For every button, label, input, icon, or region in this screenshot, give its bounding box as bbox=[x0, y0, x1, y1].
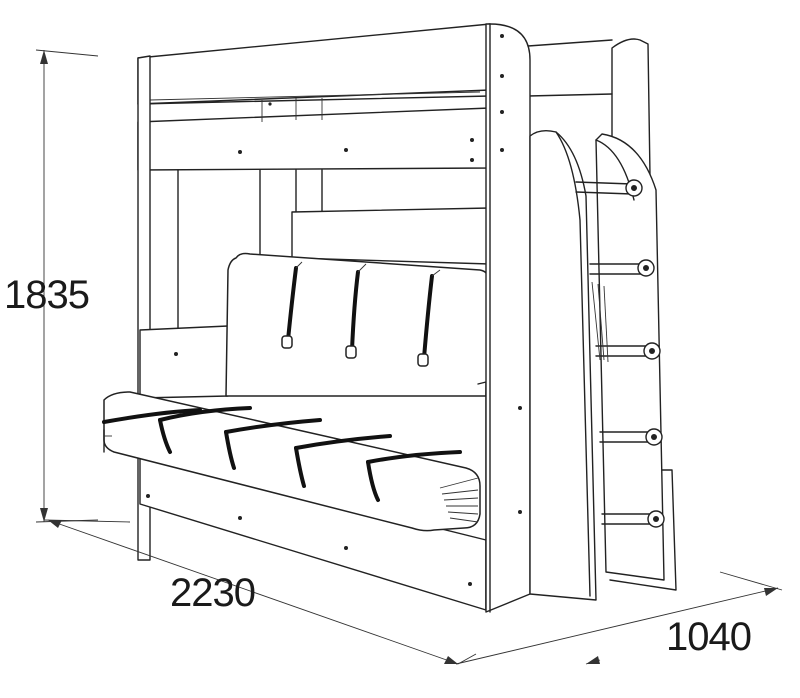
ladder bbox=[529, 129, 665, 601]
width-dimension bbox=[43, 519, 477, 665]
depth-dimension-label: 1040 bbox=[666, 615, 751, 659]
upper-bunk bbox=[137, 23, 491, 171]
ladder-rung bbox=[589, 259, 655, 277]
ladder-rung bbox=[601, 510, 665, 528]
ladder-rung bbox=[575, 179, 643, 197]
front-frame bbox=[139, 23, 531, 613]
strap-buckle bbox=[281, 335, 429, 367]
height-dimension bbox=[35, 49, 99, 523]
height-dimension-label: 1835 bbox=[4, 273, 89, 317]
ladder-rung bbox=[599, 428, 663, 446]
sofa-seat bbox=[102, 391, 481, 532]
ladder-rung bbox=[595, 342, 661, 360]
depth-dimension bbox=[455, 571, 783, 665]
sofa-backrest bbox=[225, 207, 491, 397]
width-dimension-label: 2230 bbox=[170, 571, 255, 615]
